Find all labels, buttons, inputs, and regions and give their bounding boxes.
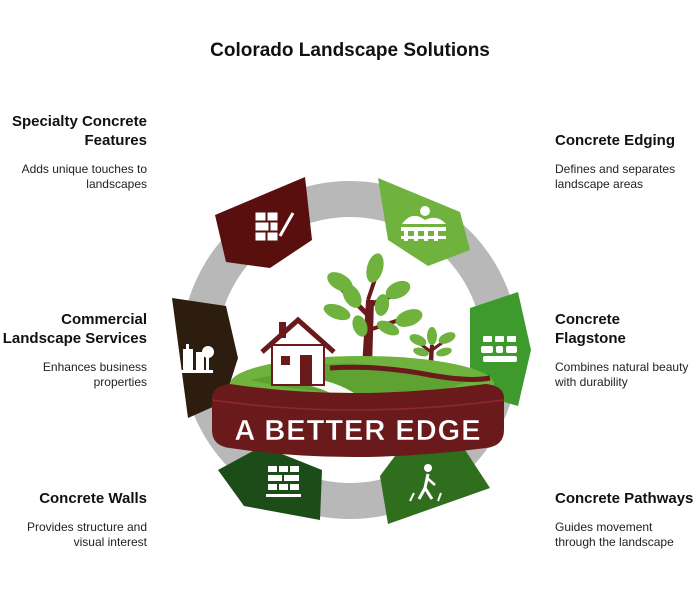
brick-wall-icon (266, 466, 301, 497)
building-tree-icon (181, 344, 214, 373)
label-pathways-desc: Guides movement through the landscape (555, 520, 674, 549)
garden-fence-icon (401, 206, 446, 241)
label-edging: Concrete Edging Defines and separates la… (555, 131, 695, 192)
label-commercial-title: Commercial Landscape Services (2, 311, 147, 347)
label-walls: Concrete Walls Provides structure and vi… (0, 489, 147, 550)
flagstone-icon (481, 336, 517, 362)
label-edging-desc: Defines and separates landscape areas (555, 162, 676, 191)
diagram-title: Colorado Landscape Solutions (210, 40, 490, 61)
center-logo: A BETTER EDGE (211, 253, 505, 457)
label-commercial: Commercial Landscape Services Enhances b… (0, 310, 147, 390)
label-flagstone-title: Concrete Flagstone (555, 311, 626, 347)
ribbon-banner (212, 384, 504, 457)
segment-walls (218, 446, 322, 520)
label-pathways: Concrete Pathways Guides movement throug… (555, 489, 695, 550)
label-walls-desc: Provides structure and visual interest (26, 520, 147, 549)
label-specialty: Specialty Concrete Features Adds unique … (0, 112, 147, 192)
tools-icon (255, 212, 295, 241)
label-specialty-desc: Adds unique touches to landscapes (21, 162, 147, 191)
label-walls-title: Concrete Walls (39, 490, 147, 507)
label-pathways-title: Concrete Pathways (555, 490, 694, 507)
label-commercial-desc: Enhances business properties (42, 360, 147, 389)
label-edging-title: Concrete Edging (555, 132, 676, 149)
big-tree (323, 253, 423, 368)
walking-person-icon (409, 464, 442, 502)
logo-text: A BETTER EDGE (234, 415, 481, 447)
label-flagstone-desc: Combines natural beauty with durability (555, 360, 689, 389)
house (260, 316, 336, 386)
label-flagstone: Concrete Flagstone Combines natural beau… (555, 310, 695, 390)
label-specialty-title: Specialty Concrete Features (11, 113, 147, 149)
